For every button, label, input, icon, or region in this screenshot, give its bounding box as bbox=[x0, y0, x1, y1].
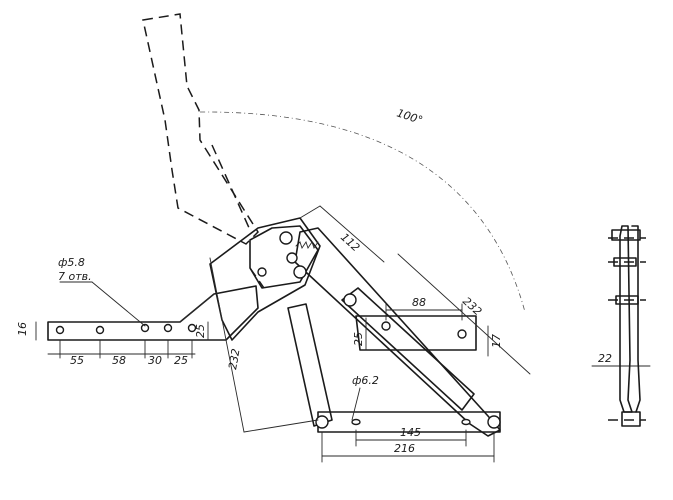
base-hole-1 bbox=[55, 325, 65, 335]
bracket-hole-right bbox=[457, 329, 467, 339]
dimension-lines bbox=[35, 205, 651, 463]
dim-88: 88 bbox=[412, 296, 426, 309]
dim-112: 112 bbox=[338, 231, 362, 255]
dim-55: 55 bbox=[70, 354, 84, 367]
hole-diameter-label: ф5.8 bbox=[58, 256, 85, 269]
dim-25-bracket: 25 bbox=[352, 332, 365, 346]
rotation-arc bbox=[199, 111, 526, 313]
bottom-link-hole-left bbox=[315, 415, 329, 429]
middle-bracket bbox=[355, 315, 477, 351]
dim-25-base: 25 bbox=[174, 354, 188, 367]
base-bar bbox=[47, 285, 259, 341]
bottom-link-slot bbox=[351, 418, 361, 426]
bottom-link-slot-2 bbox=[461, 418, 471, 426]
middle-link bbox=[341, 287, 475, 411]
base-hole-5 bbox=[187, 323, 197, 333]
angle-label: 100° bbox=[395, 106, 424, 127]
dim-25-vertical: 25 bbox=[194, 324, 207, 338]
dim-16: 16 bbox=[16, 322, 29, 336]
dim-232-left: 232 bbox=[226, 348, 242, 371]
base-plate bbox=[209, 217, 321, 341]
side-view bbox=[608, 225, 646, 427]
dim-17: 17 bbox=[490, 334, 503, 348]
bracket-hole-left bbox=[381, 321, 391, 331]
dim-22: 22 bbox=[598, 352, 612, 365]
bottom-hole-label: ф6.2 bbox=[352, 374, 379, 387]
pivot-hole-left bbox=[257, 267, 267, 277]
spring bbox=[295, 240, 319, 250]
dim-232-right: 232 bbox=[460, 295, 484, 319]
hole-count-label: 7 отв. bbox=[58, 270, 92, 283]
bottom-link-hole-right bbox=[487, 415, 501, 429]
left-lower-link bbox=[287, 303, 333, 427]
pivot-hole-low bbox=[293, 265, 307, 279]
dim-58: 58 bbox=[112, 354, 126, 367]
base-bar-bend bbox=[179, 293, 215, 323]
main-arm bbox=[294, 227, 501, 437]
raised-arm-outline bbox=[142, 13, 259, 245]
dim-145: 145 bbox=[400, 426, 421, 439]
base-hole-3 bbox=[140, 323, 150, 333]
base-hole-4 bbox=[163, 323, 173, 333]
pivot-block-hidden-edge bbox=[249, 267, 265, 289]
pivot-hole-mid bbox=[286, 252, 298, 264]
raised-arm-inner-line bbox=[211, 144, 251, 231]
middle-link-hole bbox=[343, 293, 357, 307]
dim-30: 30 bbox=[148, 354, 162, 367]
pivot-hole-top bbox=[279, 231, 293, 245]
base-hole-2 bbox=[95, 325, 105, 335]
dim-216: 216 bbox=[394, 442, 415, 455]
